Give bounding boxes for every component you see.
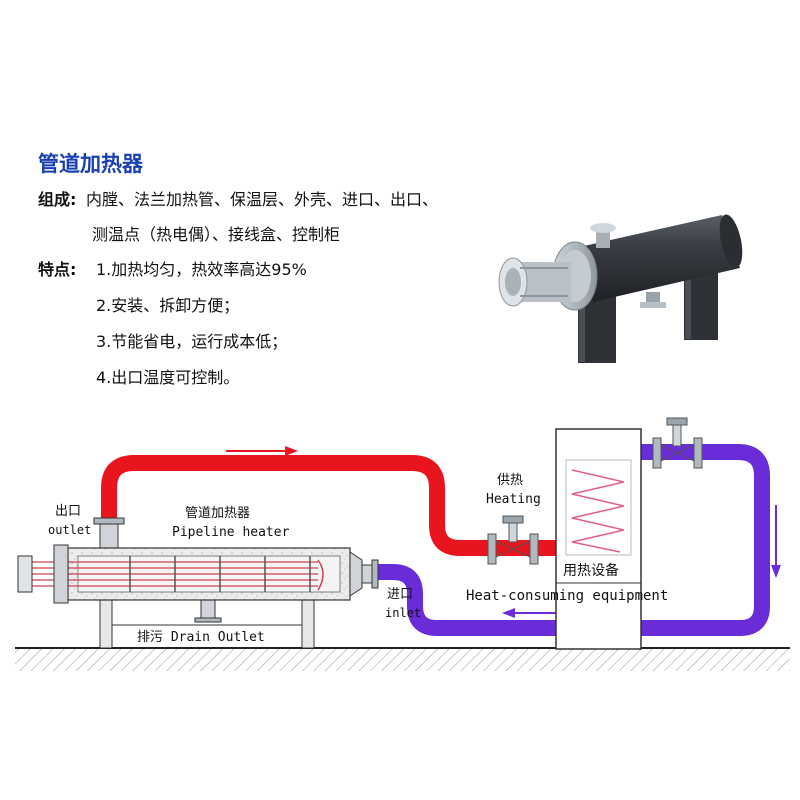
return-valve <box>652 417 703 469</box>
cold-flow-arrow-left <box>502 608 560 618</box>
feature-item-4: 4.出口温度可控制。 <box>96 368 239 387</box>
page-title: 管道加热器 <box>38 152 144 176</box>
feature-item-1: 1.加热均匀，热效率高达95% <box>96 260 307 279</box>
composition-label: 组成: <box>38 190 76 209</box>
feature-item-2: 2.安装、拆卸方便； <box>96 296 239 315</box>
cold-flow-arrow-down <box>771 505 781 578</box>
inlet-label-en: inlet <box>385 606 421 620</box>
inlet-label-cn: 进口 <box>387 587 413 602</box>
heat-consuming-equipment <box>555 428 642 650</box>
heater-label-en: Pipeline heater <box>172 525 290 540</box>
drain-label: 排污 Drain Outlet <box>137 630 265 645</box>
heater-label-cn: 管道加热器 <box>185 506 250 521</box>
composition-line-2: 测温点（热电偶）、接线盒、控制柜 <box>92 225 340 244</box>
outlet-label-cn: 出口 <box>55 504 81 519</box>
hot-flow-arrow <box>226 446 298 456</box>
ground <box>15 647 790 671</box>
equipment-label-en: Heat-consuming equipment <box>466 588 668 604</box>
pipeline-heater <box>17 517 379 649</box>
composition-line-1: 内膛、法兰加热管、保温层、外壳、进口、出口、 <box>86 190 438 209</box>
feature-item-3: 3.节能省电，运行成本低； <box>96 332 287 351</box>
hot-supply-pipe <box>101 455 560 556</box>
outlet-label-en: outlet <box>48 523 91 537</box>
supply-valve <box>487 515 539 565</box>
features-label: 特点: <box>38 260 76 279</box>
equipment-label-cn: 用热设备 <box>563 562 619 579</box>
product-photo <box>498 214 743 363</box>
heating-label-en: Heating <box>486 492 541 507</box>
heating-label-cn: 供热 <box>497 473 523 488</box>
